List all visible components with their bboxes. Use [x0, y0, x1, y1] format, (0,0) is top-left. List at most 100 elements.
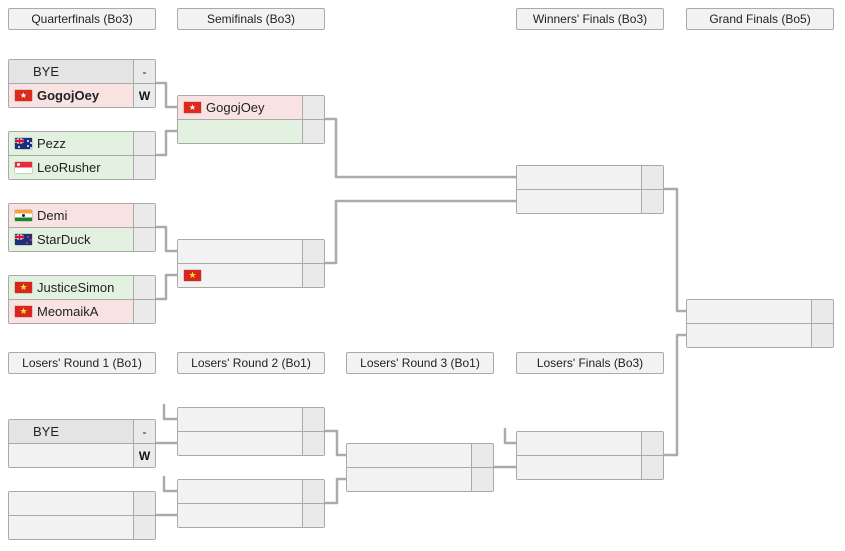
- score-cell: [302, 432, 324, 455]
- player-row-starduck[interactable]: StarDuck: [9, 227, 155, 251]
- match-lb-round1-2: [8, 491, 156, 540]
- flag-australia-icon: [15, 138, 32, 149]
- match-lb-round3: [346, 443, 494, 492]
- flag-india-icon: [15, 210, 32, 221]
- player-name: JusticeSimon: [37, 280, 115, 295]
- player-row-leorusher[interactable]: LeoRusher: [9, 155, 155, 179]
- match-ub-quarterfinal-4: JusticeSimon MeomaikA: [8, 275, 156, 324]
- player-row-tbd[interactable]: [517, 432, 663, 455]
- score-cell: [133, 228, 155, 251]
- player-name: LeoRusher: [37, 160, 101, 175]
- round-header-losers-round-3: Losers' Round 3 (Bo1): [346, 352, 494, 374]
- flag-vietnam-icon: [15, 282, 32, 293]
- match-grand-finals: [686, 299, 834, 348]
- connector-line: [154, 81, 180, 109]
- score-cell: [133, 156, 155, 179]
- score-cell: -: [133, 60, 155, 83]
- match-ub-quarterfinal-3: Demi StarDuck: [8, 203, 156, 252]
- player-row-meomaika[interactable]: MeomaikA: [9, 299, 155, 323]
- match-ub-quarterfinal-1: BYE - GogojOey W: [8, 59, 156, 108]
- player-row-bye[interactable]: BYE -: [9, 420, 155, 443]
- player-row-tbd[interactable]: [517, 455, 663, 479]
- connector-line: [323, 429, 349, 457]
- connector-line: [323, 477, 349, 505]
- player-row-justicesimon[interactable]: JusticeSimon: [9, 276, 155, 299]
- player-row-tbd[interactable]: [347, 467, 493, 491]
- score-cell: [133, 492, 155, 515]
- player-row-tbd[interactable]: [9, 515, 155, 539]
- connector-line: [662, 333, 689, 457]
- player-row-gogojoey[interactable]: GogojOey: [178, 96, 324, 119]
- round-header-losers-round-1: Losers' Round 1 (Bo1): [8, 352, 156, 374]
- flag-singapore-icon: [15, 162, 32, 173]
- player-row-pezz[interactable]: Pezz: [9, 132, 155, 155]
- match-lb-round2-1: [177, 407, 325, 456]
- score-cell: [641, 432, 663, 455]
- score-cell: [302, 240, 324, 263]
- score-cell: [471, 468, 493, 491]
- connector-line: [662, 187, 689, 313]
- score-cell: [302, 96, 324, 119]
- score-cell: [302, 504, 324, 527]
- round-header-winners-finals: Winners' Finals (Bo3): [516, 8, 664, 30]
- score-cell: [302, 408, 324, 431]
- player-name: MeomaikA: [37, 304, 99, 319]
- score-cell: [133, 132, 155, 155]
- score-cell: [133, 300, 155, 323]
- score-cell: [133, 276, 155, 299]
- match-lb-round2-2: [177, 479, 325, 528]
- player-row-tbd[interactable]: [178, 480, 324, 503]
- score-cell: [641, 166, 663, 189]
- score-cell: [471, 444, 493, 467]
- flag-new-zealand-icon: [15, 234, 32, 245]
- round-header-semifinals: Semifinals (Bo3): [177, 8, 325, 30]
- player-name: BYE: [33, 424, 60, 439]
- player-row-tbd[interactable]: [517, 166, 663, 189]
- player-row-tbd[interactable]: [517, 189, 663, 213]
- player-row-bye[interactable]: BYE -: [9, 60, 155, 83]
- score-cell: -: [133, 420, 155, 443]
- flag-vietnam-icon: [15, 306, 32, 317]
- player-name: GogojOey: [37, 88, 100, 103]
- player-row-tbd[interactable]: [687, 323, 833, 347]
- connector-line: [323, 199, 519, 265]
- player-row-tbd[interactable]: [178, 240, 324, 263]
- connector-line: [154, 273, 180, 301]
- score-cell: [811, 300, 833, 323]
- score-cell: [641, 190, 663, 213]
- player-row-tbd[interactable]: [178, 503, 324, 527]
- player-row-tbd[interactable]: W: [9, 443, 155, 467]
- score-cell: [302, 480, 324, 503]
- match-ub-semifinal-2: [177, 239, 325, 288]
- round-header-grand-finals: Grand Finals (Bo5): [686, 8, 834, 30]
- player-row-vietnam-tbd[interactable]: [178, 263, 324, 287]
- match-ub-semifinal-1: GogojOey: [177, 95, 325, 144]
- player-row-tbd[interactable]: [687, 300, 833, 323]
- player-row-tbd[interactable]: [178, 119, 324, 143]
- score-cell: [302, 120, 324, 143]
- player-row-tbd[interactable]: [9, 492, 155, 515]
- score-cell: [811, 324, 833, 347]
- connector-line: [323, 117, 519, 179]
- loser-drop-stub: [162, 403, 180, 421]
- player-row-gogojoey[interactable]: GogojOey W: [9, 83, 155, 107]
- player-name: StarDuck: [37, 232, 91, 247]
- score-cell: W: [133, 444, 155, 467]
- connector-line: [154, 225, 180, 253]
- player-row-tbd[interactable]: [178, 431, 324, 455]
- match-lb-round1-1: BYE - W: [8, 419, 156, 468]
- player-row-demi[interactable]: Demi: [9, 204, 155, 227]
- score-cell: [133, 516, 155, 539]
- round-header-losers-round-2: Losers' Round 2 (Bo1): [177, 352, 325, 374]
- loser-drop-stub: [162, 475, 180, 493]
- round-header-quarterfinals: Quarterfinals (Bo3): [8, 8, 156, 30]
- flag-vietnam-icon: [184, 270, 201, 281]
- player-row-tbd[interactable]: [178, 408, 324, 431]
- connector-line: [154, 129, 180, 157]
- player-name: GogojOey: [206, 100, 265, 115]
- player-name: BYE: [33, 64, 60, 79]
- player-row-tbd[interactable]: [347, 444, 493, 467]
- match-winners-finals: [516, 165, 664, 214]
- flag-hong-kong-icon: [184, 102, 201, 113]
